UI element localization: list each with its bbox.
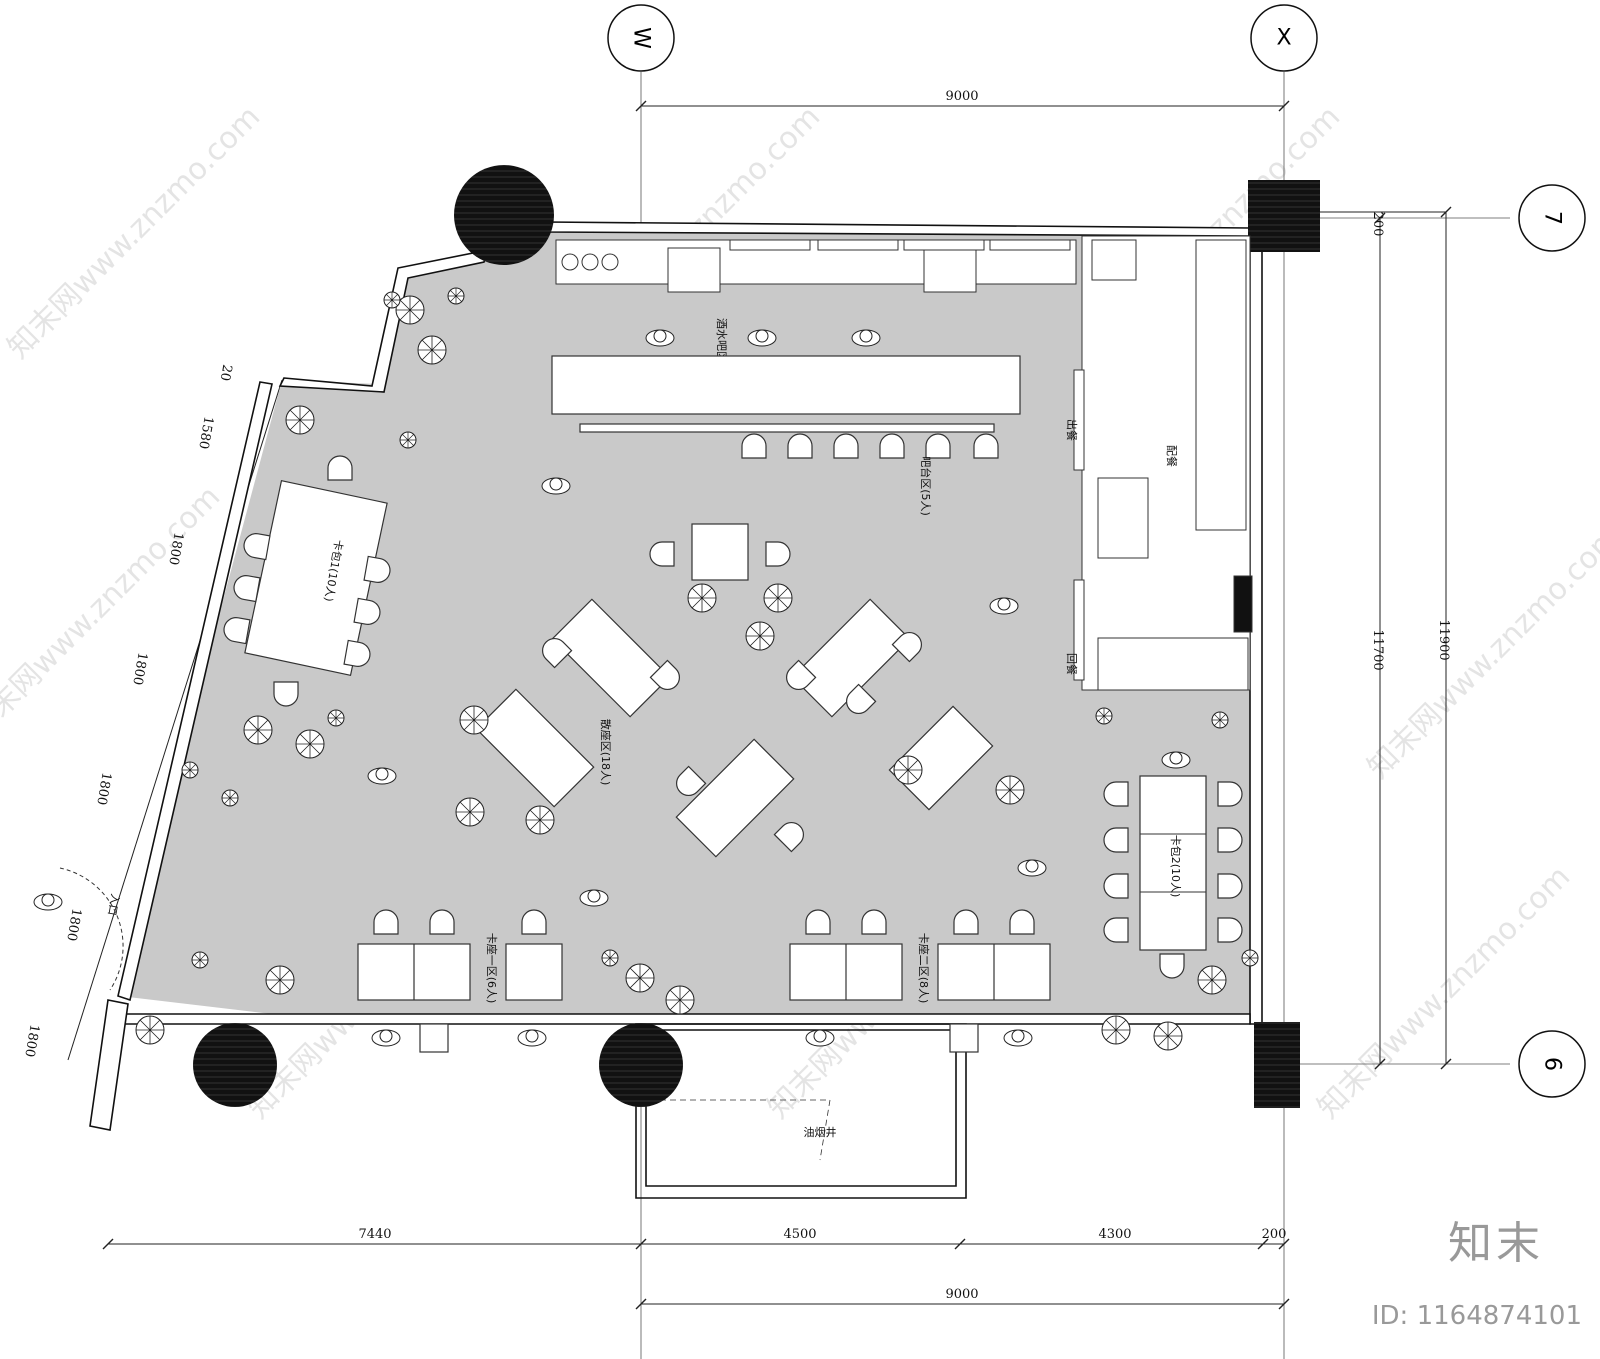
dim-bottom-3: 4300 xyxy=(1098,1227,1131,1242)
card-zone-2-label: 卡座二区(8人) xyxy=(917,933,931,1004)
watermark-text: 知末网www.znzmo.com xyxy=(1,99,267,365)
walls xyxy=(89,221,1263,1199)
dimension-text: 9000 7440 4500 4300 200 9000 200 11700 1… xyxy=(21,89,1451,1302)
dim-top: 9000 xyxy=(945,89,978,104)
card-zone-1-label: 卡座一区(6人) xyxy=(485,933,499,1004)
card-zone-2 xyxy=(789,943,1051,1053)
brand-logo-text: 知末 xyxy=(1448,1218,1544,1269)
dim-left-1800-c: 1800 xyxy=(93,771,114,806)
bar-seats-label: 吧台区(5人) xyxy=(919,456,933,516)
brand-id: ID: 1164874101 xyxy=(1371,1301,1582,1331)
dim-left-1800-a: 1800 xyxy=(165,531,186,566)
scatter-tables xyxy=(475,523,994,858)
entry-label: 入口 xyxy=(105,893,122,917)
bar-work-label: 酒水吧区 xyxy=(715,318,728,362)
booth-2-label: 卡包2(10人) xyxy=(1169,835,1182,898)
dim-left-1800-b: 1800 xyxy=(129,651,150,686)
shaft-line xyxy=(660,1099,831,1161)
grid-bubble-x: X xyxy=(1250,4,1318,72)
dim-bottom-1: 7440 xyxy=(358,1227,391,1242)
pass-back-label: 回餐 xyxy=(1065,653,1079,675)
pass-out-label: 出餐 xyxy=(1065,419,1079,441)
scatter-label: 散座区(18人) xyxy=(599,719,613,786)
dim-right-200: 200 xyxy=(1370,212,1385,237)
grid-label: 6 xyxy=(1540,1057,1565,1071)
grid-bubble-7: 7 xyxy=(1518,184,1586,252)
dim-right-11700: 11700 xyxy=(1370,629,1385,670)
dim-left-20: 20 xyxy=(217,363,235,382)
booth-1 xyxy=(221,455,393,707)
grid-label: X xyxy=(1276,26,1291,51)
bar-back-counter xyxy=(555,239,1077,293)
dim-bottom-total: 9000 xyxy=(945,1287,978,1302)
dim-right-11900: 11900 xyxy=(1436,619,1451,660)
dim-bottom-4: 200 xyxy=(1262,1227,1287,1242)
column-round xyxy=(454,165,554,265)
bar-counter xyxy=(551,355,1021,433)
grid-label: 7 xyxy=(1540,211,1565,225)
watermark-text: 知末网www.znzmo.com xyxy=(1361,519,1600,785)
dim-bottom-2: 4500 xyxy=(783,1227,816,1242)
column-round xyxy=(193,1023,277,1107)
grid-bubble-w: W xyxy=(607,4,675,72)
shaft-label: 油烟井 xyxy=(804,1125,837,1139)
service-room xyxy=(1073,235,1253,691)
column-round xyxy=(599,1023,683,1107)
column-square xyxy=(1248,180,1320,252)
card-zone-1 xyxy=(357,943,563,1053)
dim-left-1800-d: 1800 xyxy=(21,1023,42,1058)
booth-2 xyxy=(1103,751,1243,979)
entry-door xyxy=(59,867,124,991)
grid-label: W xyxy=(629,27,654,49)
dim-entry-1800: 1800 xyxy=(63,907,84,942)
serve-label: 配餐 xyxy=(1165,445,1179,467)
grid-bubble-6: 6 xyxy=(1518,1030,1586,1098)
column-square xyxy=(1254,1022,1300,1108)
dim-left-1580: 1580 xyxy=(195,415,216,450)
